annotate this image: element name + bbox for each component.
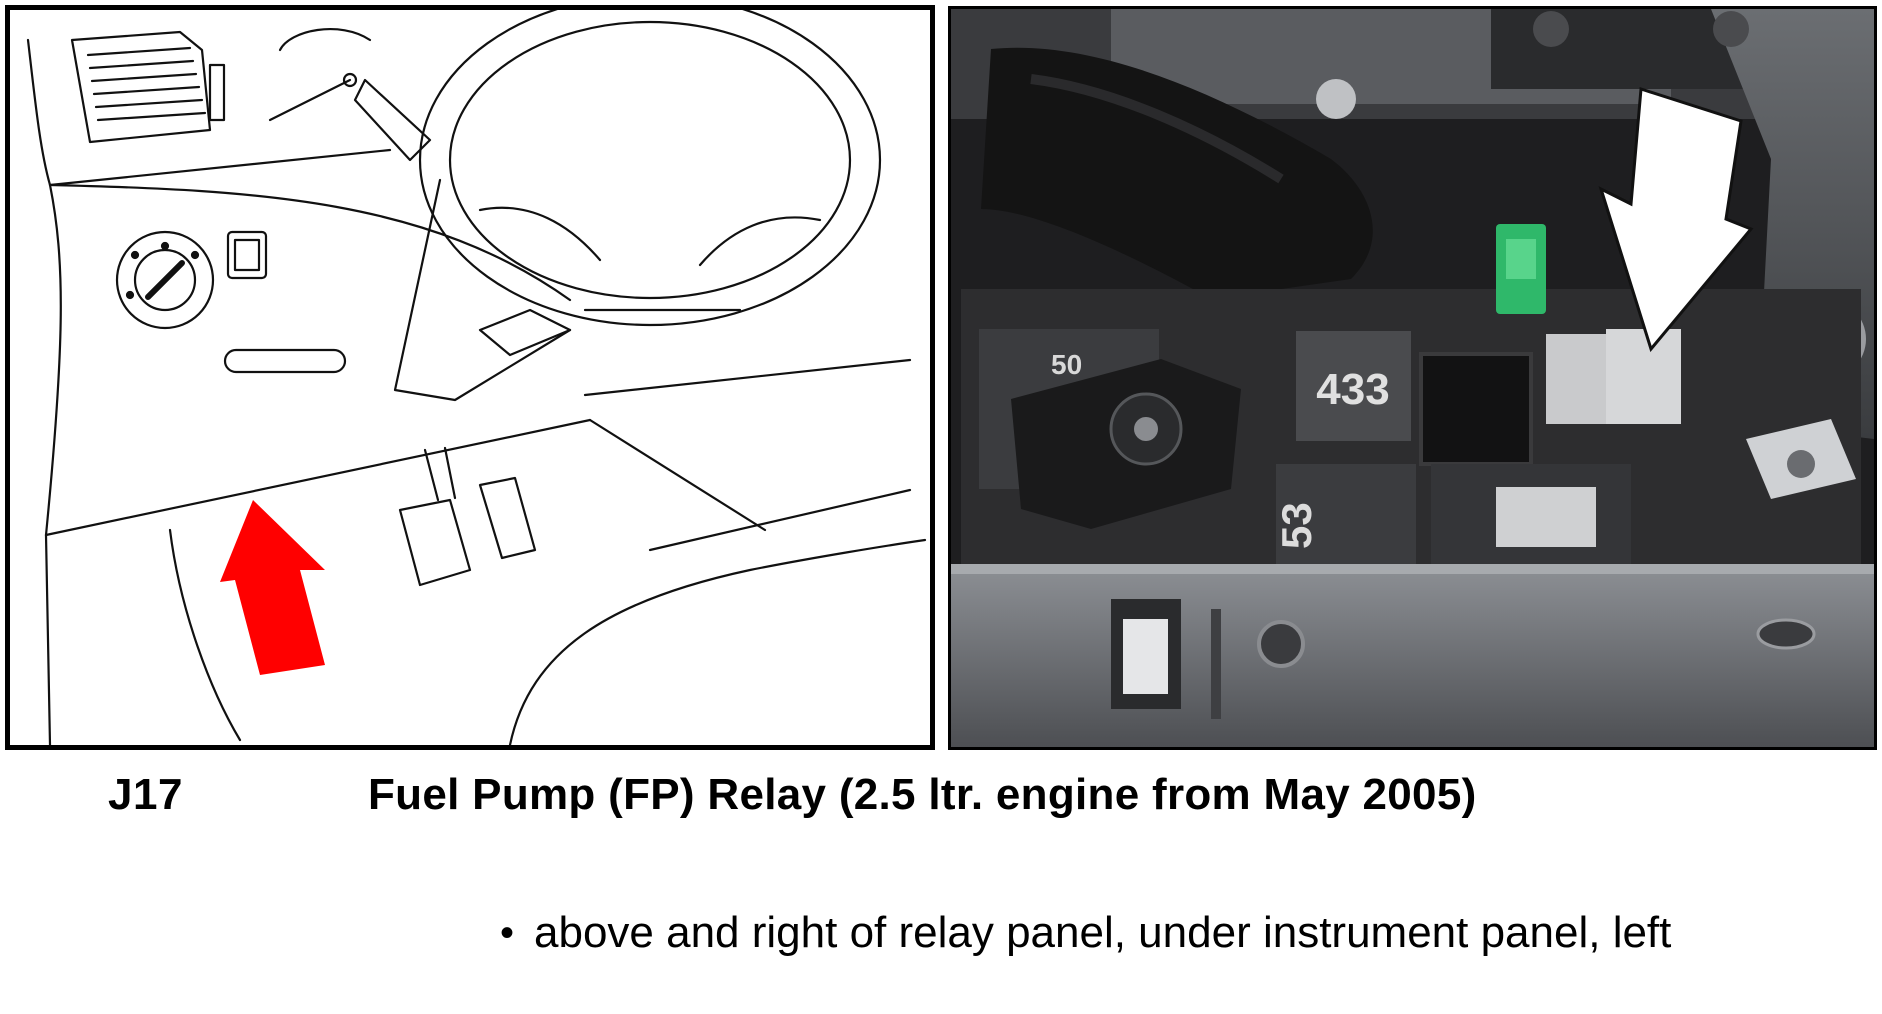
location-list: • above and right of relay panel, under …: [500, 902, 1800, 964]
location-text: above and right of relay panel, under in…: [534, 908, 1672, 957]
relay-panel-illustration: 50 433 53: [951, 9, 1874, 747]
relay-50-label: 50: [1051, 349, 1082, 380]
relay-title: Fuel Pump (FP) Relay (2.5 ltr. engine fr…: [368, 770, 1477, 819]
relay-code: J17: [108, 770, 183, 819]
relay-433-label: 433: [1316, 365, 1389, 414]
dashboard-line-drawing: [26, 10, 927, 745]
white-location-arrow: [1598, 86, 1754, 353]
light-switch-knob: [115, 230, 215, 330]
red-location-arrow: [220, 500, 325, 675]
caption-row: J17 Fuel Pump (FP) Relay (2.5 ltr. engin…: [0, 770, 1882, 830]
relay-53-label: 53: [1273, 502, 1320, 549]
dashboard-diagram: [5, 5, 935, 750]
bullet-icon: •: [500, 911, 515, 955]
list-item: • above and right of relay panel, under …: [500, 902, 1800, 964]
air-vent: [70, 30, 212, 144]
relay-panel-photo: 50 433 53: [948, 6, 1877, 750]
